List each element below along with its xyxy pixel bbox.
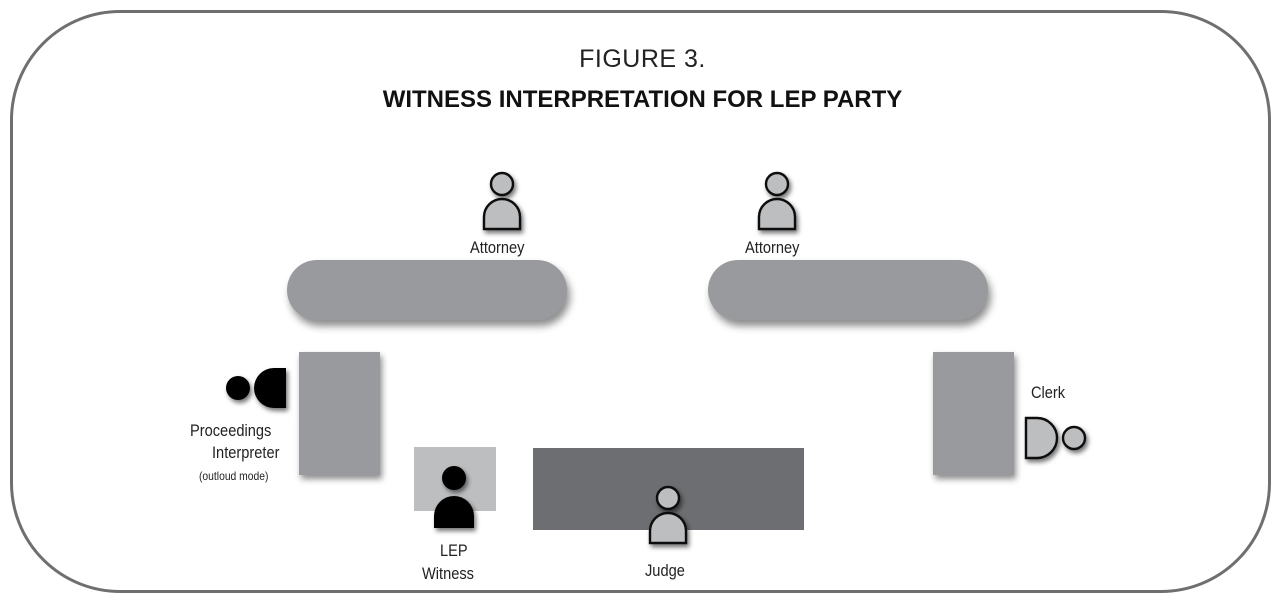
figure-number: FIGURE 3. xyxy=(579,45,706,73)
clerk-label: Clerk xyxy=(1031,383,1066,402)
witness-label-line1: LEP xyxy=(440,541,468,560)
attorney-right-label: Attorney xyxy=(745,238,800,257)
figure-title: WITNESS INTERPRETATION FOR LEP PARTY xyxy=(382,86,903,113)
witness-label-line2: Witness xyxy=(422,564,475,583)
attorney-right-icon xyxy=(757,171,797,231)
judge-icon xyxy=(648,485,688,545)
attorney-left-icon xyxy=(482,171,522,231)
interpreter-icon xyxy=(226,368,286,408)
judge-label: Judge xyxy=(645,561,685,580)
clerk-icon xyxy=(1024,416,1087,460)
interpreter-label-line1: Proceedings xyxy=(190,421,272,440)
interpreter-label-line3: (outloud mode) xyxy=(199,469,269,483)
attorney-table-right xyxy=(708,260,988,320)
attorney-left-label: Attorney xyxy=(470,238,525,257)
clerk-table xyxy=(933,352,1014,475)
witness-icon xyxy=(434,466,474,528)
interpreter-label-line2: Interpreter xyxy=(212,443,280,462)
attorney-table-left xyxy=(287,260,567,320)
interpreter-table xyxy=(299,352,380,475)
